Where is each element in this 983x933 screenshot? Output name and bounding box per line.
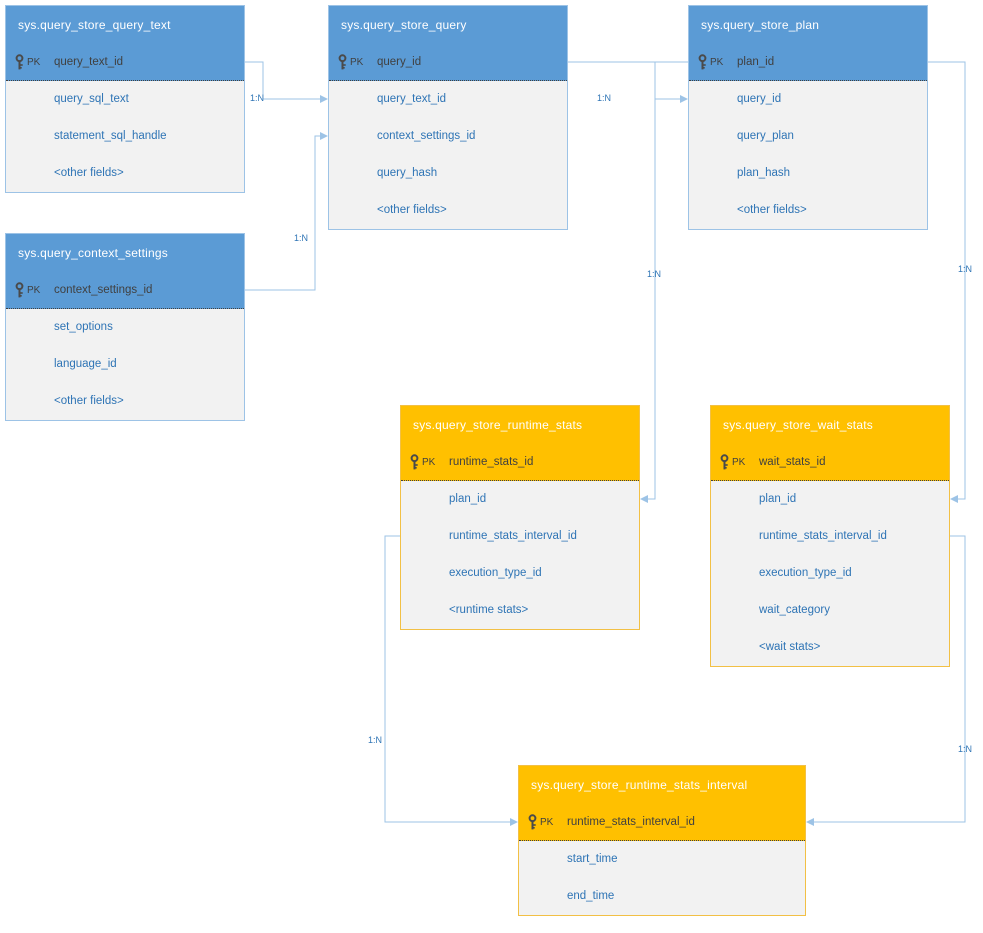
- key-icon: [697, 54, 708, 70]
- field-row: language_id: [6, 346, 244, 383]
- field-row: execution_type_id: [711, 555, 949, 592]
- field-row: <other fields>: [689, 192, 927, 229]
- primary-key-row: PK context_settings_id: [6, 272, 244, 309]
- field-row: runtime_stats_interval_id: [711, 518, 949, 555]
- pk-label: PK: [27, 284, 41, 296]
- entity-title: sys.query_store_query_text: [6, 6, 244, 44]
- entity-title: sys.query_store_runtime_stats_interval: [519, 766, 805, 804]
- field-row: <other fields>: [6, 383, 244, 420]
- pk-field-name: query_text_id: [54, 56, 124, 68]
- key-icon: [14, 54, 25, 70]
- pk-label: PK: [422, 456, 436, 468]
- cardinality-label: 1:N: [368, 735, 383, 745]
- field-row: query_sql_text: [6, 81, 244, 118]
- key-icon: [527, 814, 538, 830]
- field-row: runtime_stats_interval_id: [401, 518, 639, 555]
- field-row: <other fields>: [6, 155, 244, 192]
- cardinality-label: 1:N: [958, 744, 973, 754]
- entity-title: sys.query_store_plan: [689, 6, 927, 44]
- pk-label: PK: [350, 56, 364, 68]
- cardinality-label: 1:N: [647, 269, 662, 279]
- field-row: wait_category: [711, 592, 949, 629]
- key-icon: [337, 54, 348, 70]
- key-icon: [14, 282, 25, 298]
- field-row: <runtime stats>: [401, 592, 639, 629]
- field-row: query_hash: [329, 155, 567, 192]
- field-row: start_time: [519, 841, 805, 878]
- field-row: query_plan: [689, 118, 927, 155]
- pk-label: PK: [27, 56, 41, 68]
- field-row: set_options: [6, 309, 244, 346]
- pk-field-name: query_id: [377, 56, 422, 68]
- key-icon: [719, 454, 730, 470]
- primary-key-row: PK runtime_stats_interval_id: [519, 804, 805, 841]
- field-row: <other fields>: [329, 192, 567, 229]
- primary-key-row: PK query_text_id: [6, 44, 244, 81]
- field-row: query_id: [689, 81, 927, 118]
- cardinality-label: 1:N: [250, 93, 265, 103]
- relationship-line-query-to-plan: [568, 61, 688, 103]
- cardinality-label: 1:N: [597, 93, 612, 103]
- relationship-line-context-settings-to-query: [245, 132, 328, 291]
- field-row: plan_id: [711, 481, 949, 518]
- pk-field-name: plan_id: [737, 56, 775, 68]
- pk-field-name: runtime_stats_id: [449, 456, 534, 468]
- field-row: end_time: [519, 878, 805, 915]
- primary-key-row: PK runtime_stats_id: [401, 444, 639, 481]
- field-row: context_settings_id: [329, 118, 567, 155]
- field-row: plan_id: [401, 481, 639, 518]
- pk-field-name: wait_stats_id: [759, 456, 826, 468]
- entity-query-context-settings: sys.query_context_settings PK context_se…: [5, 233, 245, 421]
- pk-field-name: context_settings_id: [54, 284, 153, 296]
- pk-field-name: runtime_stats_interval_id: [567, 816, 695, 828]
- entity-query-store-plan: sys.query_store_plan PK plan_id query_id…: [688, 5, 928, 230]
- pk-label: PK: [732, 456, 746, 468]
- field-row: <wait stats>: [711, 629, 949, 666]
- field-row: plan_hash: [689, 155, 927, 192]
- entity-title: sys.query_store_wait_stats: [711, 406, 949, 444]
- pk-label: PK: [710, 56, 724, 68]
- entity-title: sys.query_store_query: [329, 6, 567, 44]
- field-row: execution_type_id: [401, 555, 639, 592]
- primary-key-row: PK plan_id: [689, 44, 927, 81]
- entity-query-store-query: sys.query_store_query PK query_id query_…: [328, 5, 568, 230]
- cardinality-label: 1:N: [958, 264, 973, 274]
- primary-key-row: PK query_id: [329, 44, 567, 81]
- key-icon: [409, 454, 420, 470]
- entity-query-store-runtime-stats-interval: sys.query_store_runtime_stats_interval P…: [518, 765, 806, 916]
- entity-title: sys.query_store_runtime_stats: [401, 406, 639, 444]
- relationship-line-plan-to-runtime-stats: [640, 61, 688, 503]
- entity-title: sys.query_context_settings: [6, 234, 244, 272]
- pk-label: PK: [540, 816, 554, 828]
- field-row: query_text_id: [329, 81, 567, 118]
- primary-key-row: PK wait_stats_id: [711, 444, 949, 481]
- entity-query-store-wait-stats: sys.query_store_wait_stats PK wait_stats…: [710, 405, 950, 667]
- entity-query-store-query-text: sys.query_store_query_text PK query_text…: [5, 5, 245, 193]
- entity-query-store-runtime-stats: sys.query_store_runtime_stats PK runtime…: [400, 405, 640, 630]
- field-row: statement_sql_handle: [6, 118, 244, 155]
- cardinality-label: 1:N: [294, 233, 309, 243]
